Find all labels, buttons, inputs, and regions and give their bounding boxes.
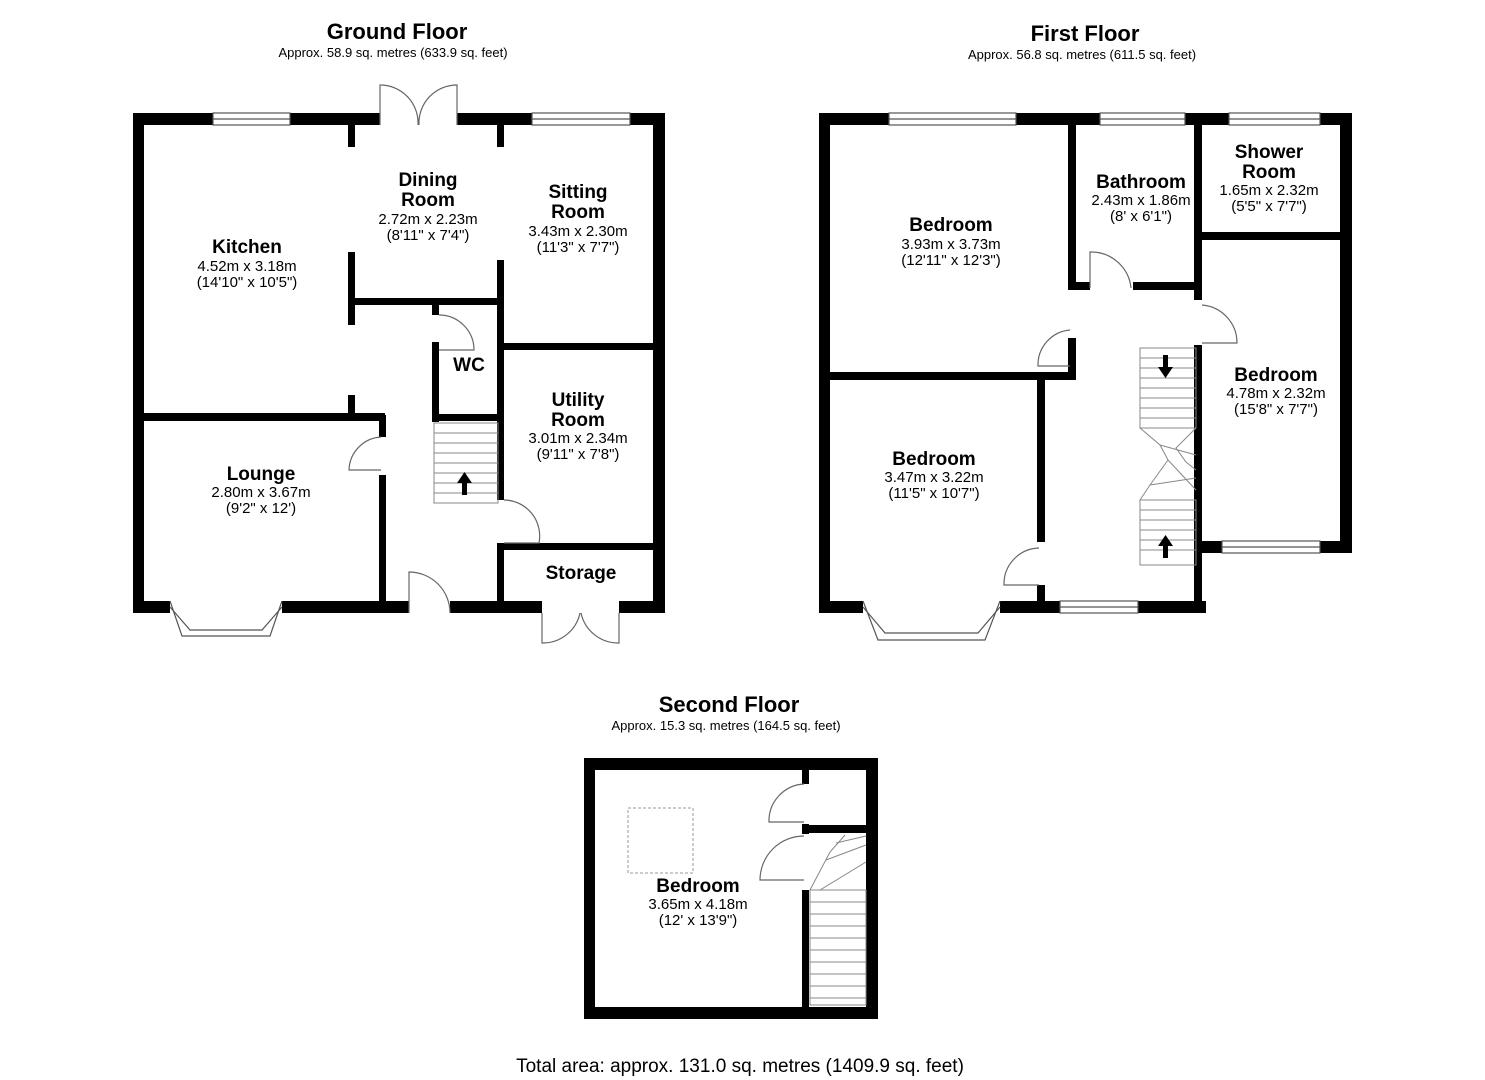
ground-floor — [133, 84, 665, 644]
bathroom-imperial: (8' x 6'1") — [1110, 208, 1172, 225]
utility-name-1: Utility — [552, 390, 605, 411]
sitting-metric: 3.43m x 2.30m — [528, 223, 627, 240]
shower-name-2: Room — [1242, 162, 1296, 183]
dining-name-2: Room — [401, 190, 455, 211]
lounge-name: Lounge — [227, 464, 296, 485]
second-floor — [584, 758, 878, 1019]
bedroom1-imperial: (12'11" x 12'3") — [901, 252, 1001, 269]
first-floor — [819, 112, 1352, 641]
shower-name-1: Shower — [1235, 142, 1304, 163]
bedroom1-metric: 3.93m x 3.73m — [901, 236, 1000, 253]
loft-bedroom-name: Bedroom — [656, 876, 739, 897]
dining-imperial: (8'11" x 7'4") — [387, 227, 470, 244]
dining-name-1: Dining — [398, 170, 457, 191]
lounge-metric: 2.80m x 3.67m — [211, 484, 310, 501]
kitchen-name: Kitchen — [212, 237, 282, 258]
storage-name: Storage — [546, 563, 617, 584]
bedroom3-name: Bedroom — [1234, 365, 1317, 386]
bedroom2-imperial: (11'5" x 10'7") — [888, 485, 979, 502]
bathroom-metric: 2.43m x 1.86m — [1091, 192, 1190, 209]
first-floor-area: Approx. 56.8 sq. metres (611.5 sq. feet) — [968, 47, 1196, 62]
utility-metric: 3.01m x 2.34m — [528, 430, 627, 447]
bedroom3-metric: 4.78m x 2.32m — [1226, 385, 1325, 402]
dining-metric: 2.72m x 2.23m — [378, 211, 477, 228]
first-floor-title: First Floor — [1031, 21, 1140, 46]
total-area: Total area: approx. 131.0 sq. metres (14… — [516, 1056, 964, 1077]
loft-bedroom-metric: 3.65m x 4.18m — [648, 896, 747, 913]
lounge-imperial: (9'2" x 12') — [226, 500, 296, 517]
sitting-name-2: Room — [551, 202, 605, 223]
bedroom2-name: Bedroom — [892, 449, 975, 470]
loft-bedroom-imperial: (12' x 13'9") — [659, 912, 738, 929]
shower-imperial: (5'5" x 7'7") — [1231, 198, 1307, 215]
shower-metric: 1.65m x 2.32m — [1219, 182, 1318, 199]
utility-name-2: Room — [551, 410, 605, 431]
kitchen-metric: 4.52m x 3.18m — [197, 258, 296, 275]
wc-name: WC — [453, 355, 485, 376]
utility-imperial: (9'11" x 7'8") — [537, 446, 620, 463]
sitting-imperial: (11'3" x 7'7") — [537, 239, 620, 256]
sitting-name-1: Sitting — [548, 182, 607, 203]
second-floor-area: Approx. 15.3 sq. metres (164.5 sq. feet) — [611, 718, 840, 733]
bedroom1-name: Bedroom — [909, 215, 992, 236]
bathroom-name: Bathroom — [1096, 172, 1186, 193]
second-floor-title: Second Floor — [659, 692, 800, 717]
ground-floor-title: Ground Floor — [327, 19, 468, 44]
bedroom3-imperial: (15'8" x 7'7") — [1234, 401, 1318, 418]
ground-floor-area: Approx. 58.9 sq. metres (633.9 sq. feet) — [278, 45, 507, 60]
kitchen-imperial: (14'10" x 10'5") — [197, 274, 298, 291]
bedroom2-metric: 3.47m x 3.22m — [884, 469, 983, 486]
labels: Ground Floor Approx. 58.9 sq. metres (63… — [197, 19, 1326, 1077]
